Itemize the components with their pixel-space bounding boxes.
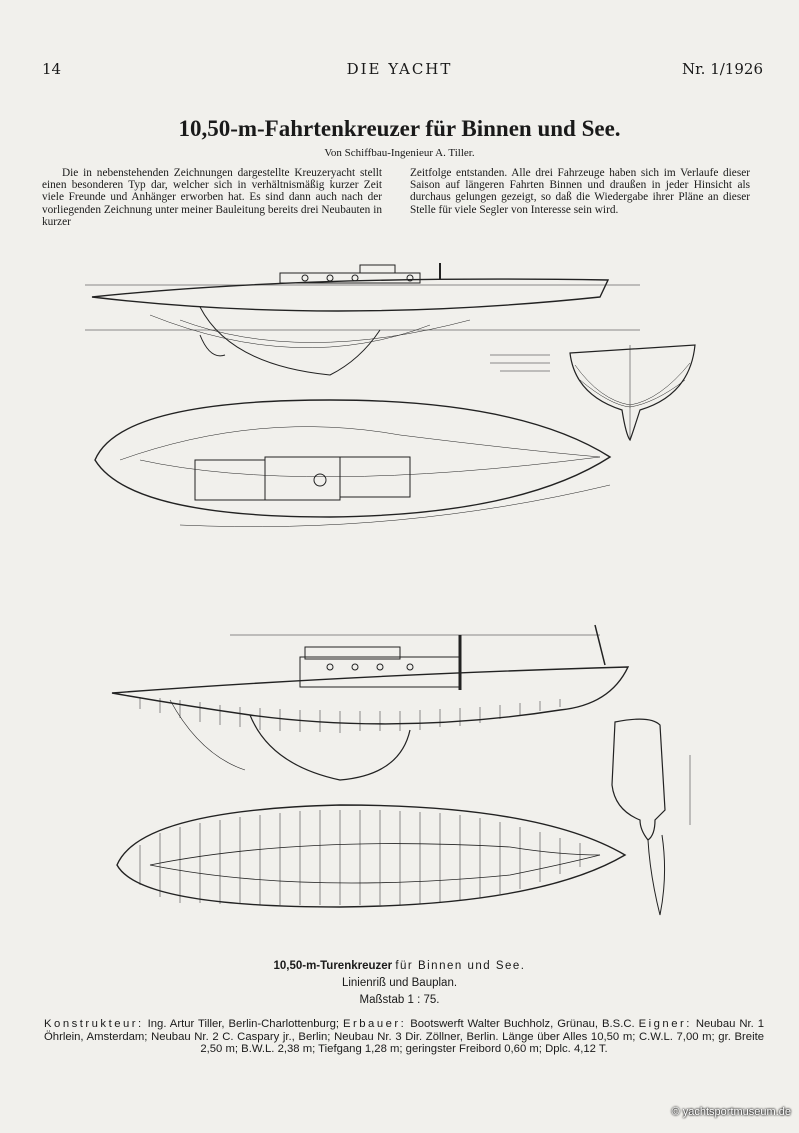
article-column-1: Die in nebenstehenden Zeichnungen darges…: [42, 167, 382, 228]
figure-caption-title: 10,50-m-Turenkreuzer für Binnen und See.: [0, 960, 799, 972]
article-column-2: Zeitfolge entstanden. Alle drei Fahrzeug…: [410, 167, 750, 216]
yacht-plan-drawings: [85, 263, 696, 916]
issue-number: Nr. 1/1926: [682, 60, 763, 78]
eigner-label: Eigner:: [638, 1018, 692, 1030]
watermark: © yachtsportmuseum.de: [671, 1106, 791, 1118]
figure-caption-subtitle: Linienriß und Bauplan.: [341, 977, 458, 989]
erbauer-label: Erbauer:: [342, 1018, 407, 1030]
construction-section-drawing: [611, 718, 691, 916]
erbauer-value: Bootswerft Walter Buchholz, Grünau, B.S.…: [410, 1018, 635, 1030]
construction-plan-drawing: [116, 804, 627, 908]
article-byline: Von Schiffbau-Ingenieur A. Tiller.: [324, 147, 475, 159]
eigner-value: Neubau Nr. 1 Öhrlein, Amsterdam; Neubau …: [44, 1018, 764, 1043]
konstrukteur-value: Ing. Artur Tiller, Berlin-Charlottenburg…: [147, 1018, 340, 1030]
construction-profile-drawing: [111, 624, 630, 781]
page-number: 14: [42, 60, 62, 78]
lines-body-section-drawing: [569, 344, 696, 442]
caption-rest: für Binnen und See.: [395, 960, 526, 972]
figure-caption-scale: Maßstab 1 : 75.: [359, 994, 440, 1006]
magazine-title: DIE YACHT: [346, 60, 453, 78]
article-title: 10,50-m-Fahrtenkreuzer für Binnen und Se…: [178, 116, 621, 141]
konstrukteur-label: Konstrukteur:: [44, 1018, 144, 1030]
lines-plan-view-drawing: [94, 399, 612, 527]
dimensions: Länge über Alles 10,50 m; C.W.L. 7,00 m;…: [200, 1030, 765, 1056]
lines-profile-drawing: [85, 263, 640, 376]
yacht-specifications: Konstrukteur: Ing. Artur Tiller, Berlin-…: [44, 1018, 764, 1056]
caption-bold: 10,50-m-Turenkreuzer: [273, 960, 393, 972]
